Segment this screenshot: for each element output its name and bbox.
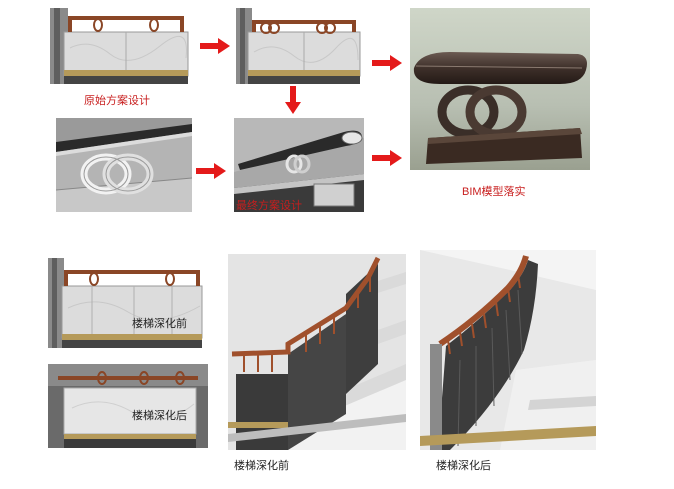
arrow-right-icon: [372, 150, 402, 166]
label-stair-after-caption: 楼梯深化后: [436, 460, 491, 472]
final-design-render: [234, 118, 364, 212]
stair-after-elevation: [48, 364, 208, 448]
arrow-right-icon: [196, 163, 226, 179]
ring-detail-closeup: [56, 118, 192, 212]
label-final-design: 最终方案设计: [236, 200, 302, 212]
arrow-down-icon: [285, 86, 301, 114]
stair-before-elevation: [48, 258, 208, 348]
revised-design-render: [236, 8, 366, 84]
arrow-right-icon: [200, 38, 230, 54]
bim-model-render: [410, 8, 590, 170]
label-bim-model: BIM模型落实: [462, 186, 526, 198]
original-design-render: [50, 8, 196, 84]
label-original-design: 原始方案设计: [84, 95, 150, 107]
stair-after-3d: [420, 250, 596, 450]
stair-before-3d: [228, 254, 406, 450]
label-stair-before-inner: 楼梯深化前: [132, 318, 187, 330]
label-stair-before-caption: 楼梯深化前: [234, 460, 289, 472]
label-stair-after-inner: 楼梯深化后: [132, 410, 187, 422]
arrow-right-icon: [372, 55, 402, 71]
